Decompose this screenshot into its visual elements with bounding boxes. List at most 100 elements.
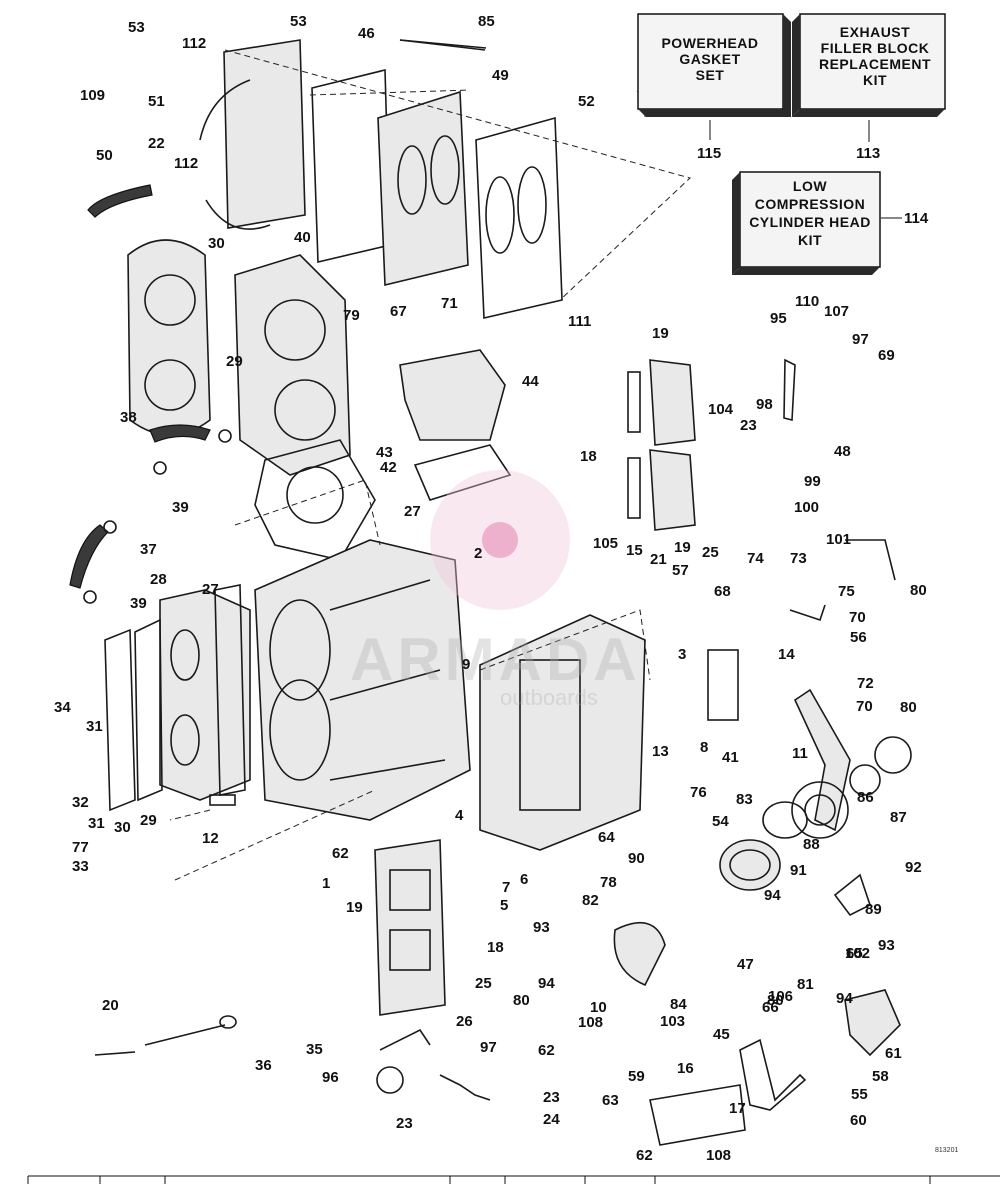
callout-37: 37 [140, 541, 157, 558]
callout-102: 102 [845, 945, 870, 962]
callout-44: 44 [522, 373, 539, 390]
callout-62: 62 [636, 1147, 653, 1164]
kit-box-low-compression-head: LOW COMPRESSION CYLINDER HEAD KIT [732, 171, 881, 275]
callout-35: 35 [306, 1041, 323, 1058]
callout-label: 113 [856, 145, 880, 162]
callout-81: 81 [797, 976, 814, 993]
callout-64: 64 [598, 829, 615, 846]
callout-89: 89 [865, 901, 882, 918]
callout-62: 62 [538, 1042, 555, 1059]
callout-56: 56 [850, 629, 867, 646]
callout-39: 39 [172, 499, 189, 516]
callout-74: 74 [747, 550, 764, 567]
callout-112: 112 [182, 35, 206, 52]
callout-19: 19 [652, 325, 669, 342]
callout-99: 99 [804, 473, 821, 490]
kit-box-exhaust-filler-block: EXHAUST FILLER BLOCK REPLACEMENT KIT [792, 13, 946, 117]
callout-70: 70 [856, 698, 873, 715]
watermark-sub: outboards [500, 685, 598, 710]
callout-92: 92 [905, 859, 922, 876]
callout-48: 48 [834, 443, 851, 460]
box-line: KIT [863, 72, 887, 88]
callout-3: 3 [678, 646, 686, 663]
callout-32: 32 [72, 794, 89, 811]
callout-25: 25 [702, 544, 719, 561]
callout-1: 1 [322, 875, 330, 892]
callout-108: 108 [706, 1147, 731, 1164]
callout-16: 16 [677, 1060, 694, 1077]
callout-86: 86 [857, 789, 874, 806]
callout-52: 52 [578, 93, 595, 110]
callout-55: 55 [851, 1086, 868, 1103]
callout-75: 75 [838, 583, 855, 600]
callout-87: 87 [890, 809, 907, 826]
callout-23: 23 [396, 1115, 413, 1132]
callout-30: 30 [114, 819, 131, 836]
callout-45: 45 [713, 1026, 730, 1043]
callout-10: 10 [590, 999, 607, 1016]
callout-20: 20 [102, 997, 119, 1014]
callout-93: 93 [878, 937, 895, 954]
callout-7: 7 [502, 879, 510, 896]
callout-76: 76 [690, 784, 707, 801]
callout-98: 98 [756, 396, 773, 413]
callout-23: 23 [740, 417, 757, 434]
throttle-linkage [783, 358, 912, 917]
callout-31: 31 [88, 815, 105, 832]
callout-82: 82 [582, 892, 599, 909]
callout-15: 15 [626, 542, 643, 559]
callout-33: 33 [72, 858, 89, 875]
callout-2: 2 [474, 545, 482, 562]
callout-54: 54 [712, 813, 729, 830]
callout-80: 80 [513, 992, 530, 1009]
reed-valve-housings [627, 359, 696, 531]
callout-112: 112 [174, 155, 198, 172]
callout-108: 108 [578, 1014, 603, 1031]
callout-57: 57 [672, 562, 689, 579]
callout-97: 97 [480, 1039, 497, 1056]
callout-30: 30 [208, 235, 225, 252]
callout-5: 5 [500, 897, 508, 914]
callout-71: 71 [441, 295, 458, 312]
callout-69: 69 [878, 347, 895, 364]
callout-50: 50 [96, 147, 113, 164]
callout-22: 22 [148, 135, 165, 152]
callout-73: 73 [790, 550, 807, 567]
callout-label: 115 [697, 145, 721, 162]
callout-14: 14 [778, 646, 795, 663]
callout-21: 21 [650, 551, 667, 568]
callout-49: 49 [492, 67, 509, 84]
callout-63: 63 [602, 1092, 619, 1109]
callout-41: 41 [722, 749, 739, 766]
callout-95: 95 [770, 310, 787, 327]
callout-59: 59 [628, 1068, 645, 1085]
callout-67: 67 [390, 303, 407, 320]
callout-38: 38 [120, 409, 137, 426]
callout-79: 79 [343, 307, 360, 324]
box-line: EXHAUST [840, 24, 910, 40]
exhaust-plates-left [104, 584, 251, 812]
callout-12: 12 [202, 830, 219, 847]
callout-53: 53 [128, 19, 145, 36]
callout-107: 107 [824, 303, 849, 320]
callout-46: 46 [358, 25, 375, 42]
callout-72: 72 [857, 675, 874, 692]
callout-53: 53 [290, 13, 307, 30]
callout-103: 103 [660, 1013, 685, 1030]
callout-85: 85 [478, 13, 495, 30]
callout-34: 34 [54, 699, 71, 716]
callout-17: 17 [729, 1100, 746, 1117]
callout-6: 6 [520, 871, 528, 888]
callout-77: 77 [72, 839, 89, 856]
callout-label: 114 [904, 210, 929, 227]
callout-91: 91 [790, 862, 807, 879]
callout-62: 62 [332, 845, 349, 862]
exhaust-cover-plates [199, 39, 563, 319]
callout-70: 70 [849, 609, 866, 626]
callout-104: 104 [708, 401, 734, 418]
callout-110: 110 [795, 293, 819, 310]
callout-78: 78 [600, 874, 617, 891]
callout-36: 36 [255, 1057, 272, 1074]
